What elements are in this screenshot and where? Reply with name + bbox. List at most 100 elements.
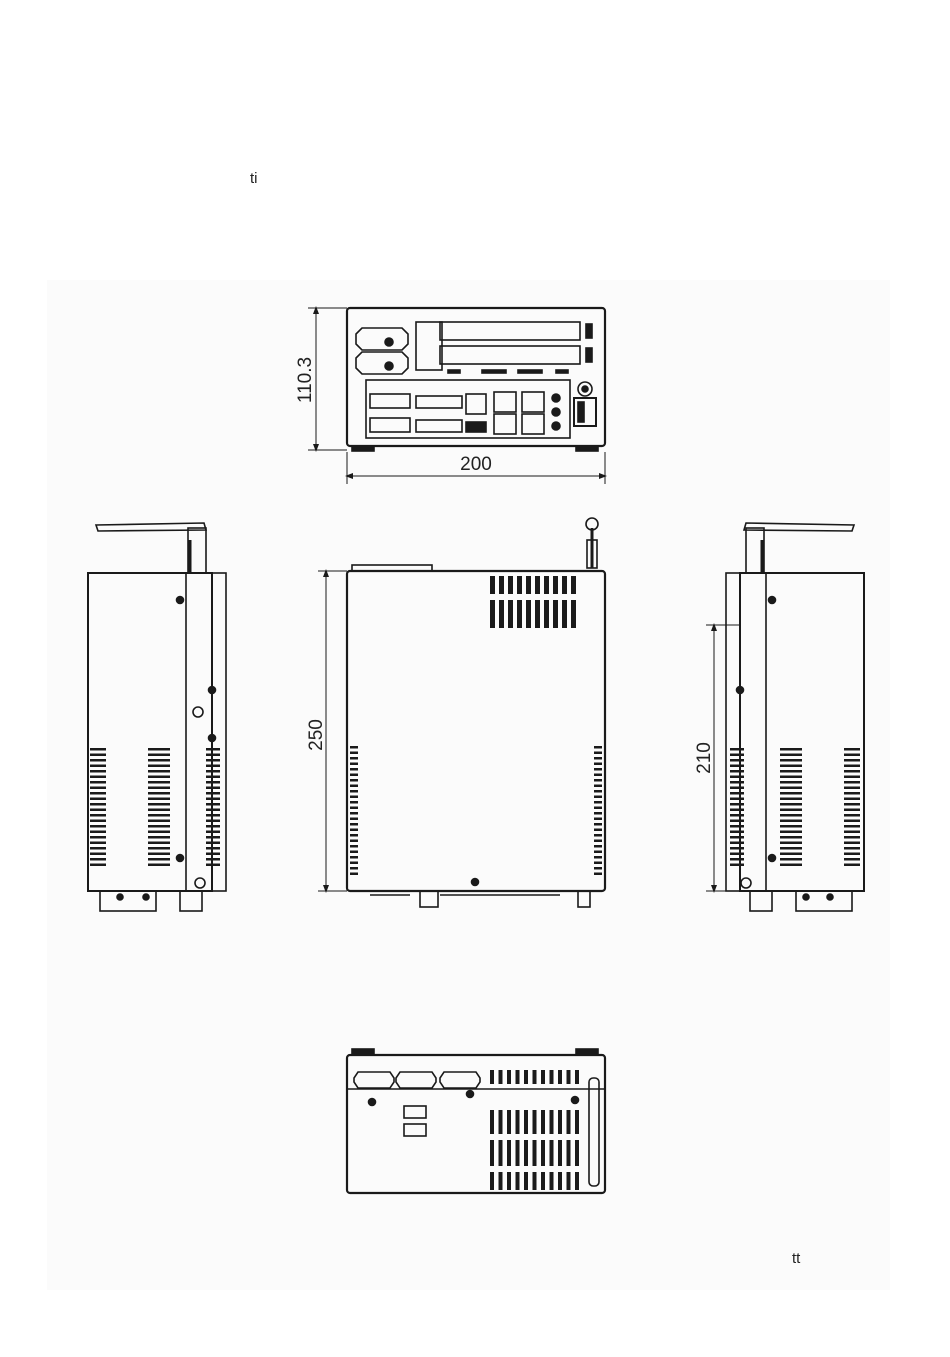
vent-slot bbox=[350, 818, 358, 821]
vent-slot bbox=[350, 834, 358, 837]
vent-slot bbox=[516, 1140, 520, 1166]
vent-slot bbox=[780, 864, 802, 867]
vent-slot bbox=[844, 814, 860, 817]
vent-slot bbox=[148, 858, 170, 861]
vent-slot bbox=[350, 845, 358, 848]
vent-slot bbox=[594, 746, 602, 749]
vent-slot bbox=[148, 798, 170, 801]
vent-slot bbox=[490, 1110, 494, 1134]
vent-slot bbox=[350, 763, 358, 766]
dim-height-front: 110.3 bbox=[295, 357, 316, 403]
vent-slot bbox=[350, 779, 358, 782]
vent-slot bbox=[90, 748, 106, 751]
vent-slot bbox=[90, 770, 106, 773]
vent-slot bbox=[730, 798, 744, 801]
vent-slot bbox=[844, 759, 860, 762]
dim-width-front: 200 bbox=[460, 454, 492, 475]
vent-slot bbox=[730, 754, 744, 757]
vent-slot bbox=[780, 809, 802, 812]
vent-slot bbox=[567, 1172, 571, 1190]
vent-slot bbox=[594, 867, 602, 870]
vent-slot bbox=[535, 600, 540, 628]
vent-slot bbox=[562, 600, 567, 628]
vent-slot bbox=[148, 759, 170, 762]
vent-slot bbox=[350, 862, 358, 865]
vent-slot bbox=[90, 798, 106, 801]
vent-slot bbox=[780, 787, 802, 790]
vent-slot bbox=[148, 787, 170, 790]
vent-slot bbox=[594, 790, 602, 793]
vent-slot bbox=[594, 801, 602, 804]
vent-slot bbox=[499, 1172, 503, 1190]
vent-slot bbox=[206, 765, 220, 768]
vent-slot bbox=[730, 787, 744, 790]
vent-slot bbox=[844, 831, 860, 834]
vent-slot bbox=[562, 576, 567, 594]
vent-slot bbox=[206, 858, 220, 861]
vent-slot bbox=[148, 803, 170, 806]
front-view bbox=[308, 308, 605, 484]
vent-slot bbox=[594, 834, 602, 837]
vent-slot bbox=[516, 1110, 520, 1134]
vent-slot bbox=[730, 770, 744, 773]
vent-slot bbox=[780, 831, 802, 834]
vent-slot bbox=[350, 768, 358, 771]
vent-slot bbox=[90, 776, 106, 779]
vent-slot bbox=[594, 818, 602, 821]
vent-slot bbox=[148, 836, 170, 839]
vent-slot bbox=[780, 754, 802, 757]
vent-slot bbox=[517, 576, 522, 594]
vent-slot bbox=[558, 1172, 562, 1190]
vent-slot bbox=[350, 812, 358, 815]
vent-slot bbox=[550, 1110, 554, 1134]
vent-slot bbox=[90, 858, 106, 861]
vent-slot bbox=[206, 831, 220, 834]
vent-slot bbox=[90, 765, 106, 768]
vent-slot bbox=[594, 829, 602, 832]
vent-slot bbox=[730, 820, 744, 823]
stray-text-bottom: tt bbox=[792, 1250, 800, 1267]
vent-slot bbox=[844, 765, 860, 768]
vent-slot bbox=[844, 754, 860, 757]
vent-slot bbox=[350, 757, 358, 760]
vent-slot bbox=[844, 798, 860, 801]
vent-slot bbox=[350, 807, 358, 810]
vent-slot bbox=[350, 856, 358, 859]
vent-slot bbox=[780, 792, 802, 795]
vent-slot bbox=[526, 600, 531, 628]
vent-slot bbox=[544, 576, 549, 594]
vent-slot bbox=[148, 765, 170, 768]
vent-slot bbox=[541, 1172, 545, 1190]
vent-slot bbox=[90, 864, 106, 867]
vent-slot bbox=[780, 847, 802, 850]
vent-slot bbox=[594, 845, 602, 848]
vent-slot bbox=[567, 1140, 571, 1166]
vent-slot bbox=[730, 759, 744, 762]
vent-slot bbox=[517, 600, 522, 628]
vent-slot bbox=[90, 842, 106, 845]
vent-slot bbox=[350, 785, 358, 788]
vent-slot bbox=[148, 814, 170, 817]
vent-slot bbox=[594, 873, 602, 876]
vent-slot bbox=[350, 867, 358, 870]
vent-slot bbox=[780, 781, 802, 784]
vent-slot bbox=[90, 759, 106, 762]
vent-slot bbox=[206, 776, 220, 779]
vent-slot bbox=[350, 873, 358, 876]
vent-slot bbox=[490, 576, 495, 594]
vent-slot bbox=[780, 765, 802, 768]
vent-slot bbox=[541, 1140, 545, 1166]
vent-slot bbox=[206, 842, 220, 845]
vent-slot bbox=[90, 831, 106, 834]
vent-slot bbox=[206, 759, 220, 762]
vent-slot bbox=[148, 781, 170, 784]
vent-slot bbox=[90, 781, 106, 784]
vent-slot bbox=[499, 1140, 503, 1166]
vent-slot bbox=[148, 842, 170, 845]
vent-slot bbox=[206, 825, 220, 828]
vent-slot bbox=[844, 825, 860, 828]
vent-slot bbox=[550, 1070, 554, 1084]
vent-slot bbox=[524, 1110, 528, 1134]
vent-slot bbox=[524, 1172, 528, 1190]
